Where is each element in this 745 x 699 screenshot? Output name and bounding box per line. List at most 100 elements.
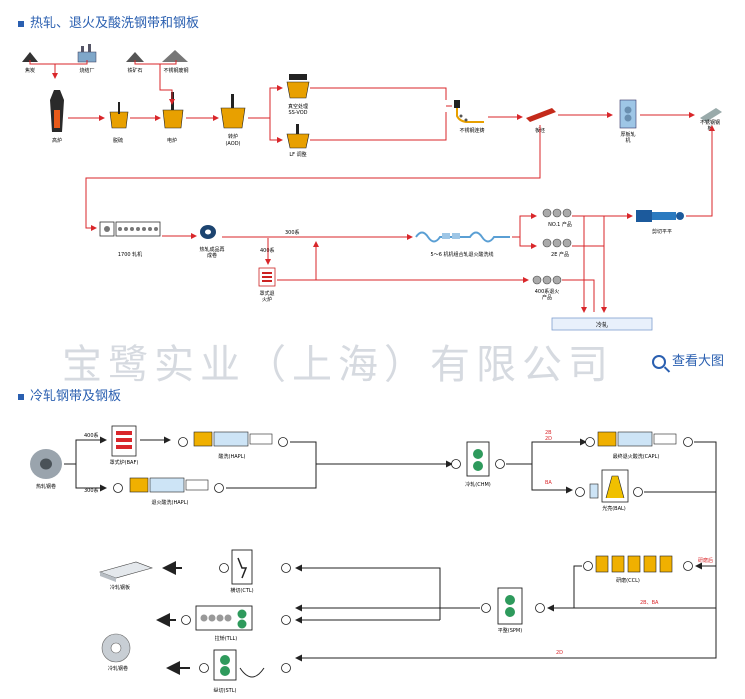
bullet-icon [18,393,24,400]
label-2b-ba: 2B、BA [640,600,659,606]
continuous-caster-icon [454,100,484,123]
ccl-label: 研磨(CCL) [616,577,640,584]
coke-pile-icon [22,52,38,62]
spm-icon [481,587,545,625]
label-2b: 2B [545,430,552,436]
pickling-line-icon [415,231,510,243]
hot-300-label: 300系 [285,229,300,236]
product-400-label: 400系退火 [535,288,560,295]
hot-coil-cold-icon [30,449,62,479]
raw-sinter-label: 烧结厂 [79,67,94,74]
cold-300-label: 300系 [84,487,99,494]
ccl-icon [583,555,693,573]
baf-label: 罩式炉(BAF) [110,459,139,466]
sinter-plant-icon [77,44,97,63]
eaf-label: 电炉 [167,137,177,144]
hapl-top-label: 酸洗(HAPL) [219,453,246,460]
raw-coke-label: 焦炭 [25,67,35,74]
product-2e-label: 2E 产品 [551,251,569,258]
raw-ore-label: 铁矿石 [127,67,142,74]
chm-label: 冷轧(CHM) [465,481,491,488]
cold-400-label: 400系 [84,432,99,439]
section-title-cold-text: 冷轧钢带及钢板 [30,389,122,404]
ctl-label: 横切(CTL) [230,587,253,594]
vod-sub-label: SS-VOD [289,110,308,116]
plate-mill-label: 厚板轧 [620,131,635,138]
bell-furnace-label: 罩式退 [259,290,274,297]
caster-label: 不锈钢连铸 [459,127,484,134]
product-no1-label: NO.1 产品 [548,221,572,228]
cold-rolling-box-label: 冷轧 [596,321,608,329]
hot-section: 焦炭 烧结厂 铁矿石 不锈钢废钢 高炉 脱硫 [22,44,722,331]
hot-coil-label-2: 成卷 [207,252,217,259]
hot-coil-icon [200,225,216,239]
product-400-label-2: 产品 [542,294,552,301]
product-no1-icon [542,208,572,218]
leveler-icon [636,210,684,222]
bell-furnace-label-2: 火炉 [262,296,272,303]
watermark: 宝鹭实业（上海）有限公司 [62,342,614,388]
hot-400-label: 400系 [260,247,275,254]
cold-rolling-box [551,317,653,331]
label-2d-bottom: 2D [556,650,563,656]
eaf-icon [162,92,184,129]
hapl-top-icon [178,431,288,447]
stl-label: 纵切(STL) [214,687,237,694]
blast-furnace-icon [50,90,64,132]
cold-coil-label: 冷轧钢卷 [108,665,128,672]
product-2e-icon [542,238,572,248]
bal-icon [575,469,643,503]
cold-coil-icon [101,633,131,663]
vod-icon [286,74,310,99]
aod-sub-label: (AOD) [225,141,240,147]
pickling-line-label: 5～6 机机组合轧退火酸洗线 [431,251,494,258]
label-2d: 2D [545,436,552,442]
cold-section: 热轧钢卷 400系 300系 罩式炉(BAF) 酸洗(HAPL) [30,425,717,694]
label-ba: BA [545,480,552,486]
leveler-label: 剪切平平 [652,228,672,235]
stainless-plate-label: 不锈钢钢 [700,119,720,126]
vod-label: 真空处理 [288,103,308,110]
cold-hot-coil-label: 热轧钢卷 [36,483,56,490]
lf-icon [286,124,310,149]
bullet-icon [18,20,24,27]
aod-converter-icon [220,94,246,129]
blast-furnace-label: 高炉 [52,137,62,144]
chm-icon [451,441,505,477]
scrap-pile-icon [162,50,188,62]
mill-1700-icon [99,221,161,237]
plate-mill-icon [619,99,637,129]
capl-label: 最终退火酸洗(CAPL) [613,453,660,460]
lf-label: LF 调整 [289,151,306,158]
hot-coil-label: 热轧成品再 [199,246,224,253]
slab-icon [526,108,556,122]
cold-sheet-label: 冷轧钢板 [110,584,130,591]
baf-icon [111,425,137,457]
bell-furnace-icon [258,267,276,287]
bal-label: 光亮(BAL) [602,505,626,512]
tll-icon [181,605,291,631]
magnifier-icon [652,354,666,369]
hapl-bottom-icon [113,477,224,493]
tll-label: 拉矫(TLL) [215,635,238,642]
spm-label: 平整(SPM) [498,627,522,634]
product-400-icon [532,275,562,285]
grind-label: 研磨后 [698,557,713,564]
section-title-hot-text: 热轧、退火及酸洗钢带和钢板 [30,16,200,31]
aod-label: 转炉 [228,133,238,140]
view-larger-text: 查看大图 [672,354,725,369]
hapl-bottom-label: 退火酸洗(HAPL) [152,499,189,506]
section-title-hot: 热轧、退火及酸洗钢带和钢板 [18,12,199,31]
ctl-icon [219,549,291,585]
iron-ore-pile-icon [126,52,144,62]
raw-scrap-label: 不锈钢废钢 [163,67,188,74]
view-larger-link[interactable]: 查看大图 [652,350,724,369]
capl-icon [585,431,693,447]
plate-mill-label-2: 机 [625,137,630,144]
stl-icon [199,649,291,681]
desulfur-ladle-icon [109,102,129,129]
section-title-cold: 冷轧钢带及钢板 [18,385,121,404]
mill-1700-label: 1700 轧机 [118,251,142,258]
stainless-plate-icon [700,108,722,122]
